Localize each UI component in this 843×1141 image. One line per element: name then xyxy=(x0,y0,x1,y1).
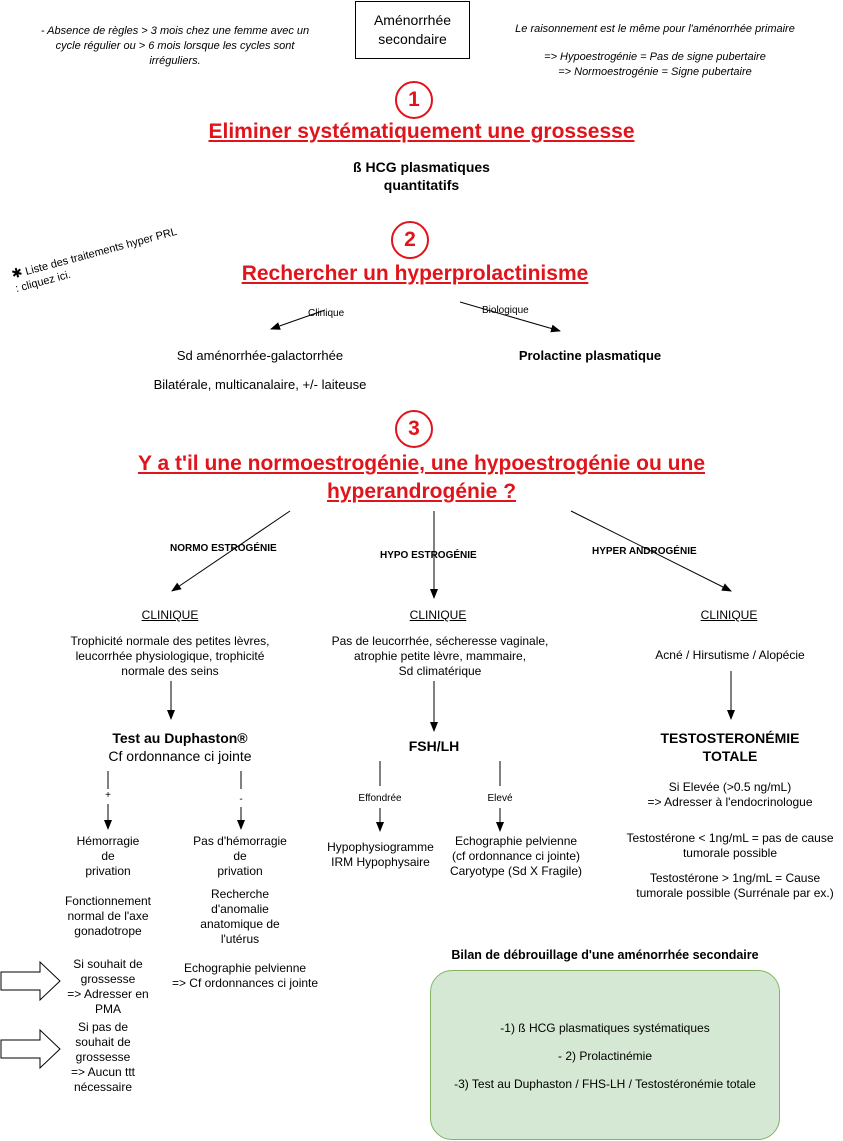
step2-number: 2 xyxy=(391,221,429,259)
hyper-clinique-text: Acné / Hirsutisme / Alopécie xyxy=(655,648,805,662)
prolactine-result: Prolactine plasmatique xyxy=(518,348,662,363)
definition-note: - Absence de règles > 3 mois chez une fe… xyxy=(40,25,310,67)
wish-no: Si pas de souhait de grossesse => Aucun … xyxy=(70,1020,136,1094)
testosterone-low: Testostérone < 1ng/mL = pas de cause tum… xyxy=(626,831,834,860)
wish-yes: Si souhait de grossesse => Adresser en P… xyxy=(67,957,149,1016)
summary-item3: -3) Test au Duphaston / FHS-LH / Testost… xyxy=(454,1077,756,1091)
step1-line1: ß HCG plasmatiques xyxy=(353,159,490,175)
primary-note-line3: => Normoestrogénie = Signe pubertaire xyxy=(558,66,752,78)
plus-detail: Fonctionnement normal de l'axe gonadotro… xyxy=(64,894,152,938)
arrow-biologique xyxy=(459,301,561,333)
eleve-label: Elevé xyxy=(487,793,513,804)
step3-title: Y a t'il une normoestrogénie, une hypoes… xyxy=(60,450,783,506)
summary-item1: -1) ß HCG plasmatiques systématiques xyxy=(500,1021,710,1035)
minus-detail: Recherche d'anomalie anatomique de l'uté… xyxy=(200,887,280,946)
primary-note: Le raisonnement est le même pour l'améno… xyxy=(500,22,810,80)
step3-number: 3 xyxy=(395,410,433,448)
minus-sign: - xyxy=(239,794,243,805)
minus-exam: Echographie pelvienne => Cf ordonnances … xyxy=(171,961,319,990)
hypo-label: HYPO ESTROGÉNIE xyxy=(380,550,477,561)
testosterone-elevated: Si Elevée (>0.5 ng/mL) => Adresser à l'e… xyxy=(647,780,813,809)
arrow-normo xyxy=(171,510,291,592)
title-line1: Aménorrhée xyxy=(373,12,452,28)
step2-title: Rechercher un hyperprolactinisme xyxy=(241,262,589,285)
effondree-result: Hypophysiogramme IRM Hypophysaire xyxy=(327,840,434,869)
duphaston-sub: Cf ordonnance ci jointe xyxy=(108,748,252,764)
hypo-clinique-text: Pas de leucorrhée, sécheresse vaginale, … xyxy=(331,634,549,678)
minus-result: Pas d'hémorragie de privation xyxy=(193,834,287,878)
arrow-hyper xyxy=(570,510,732,592)
testosterone-line2: TOTALE xyxy=(702,748,758,764)
normo-clinique-text: Trophicité normale des petites lèvres, l… xyxy=(70,634,270,678)
title-box: Aménorrhée secondaire xyxy=(355,1,470,59)
clinique-label: Clinique xyxy=(308,308,345,319)
step1-exam: ß HCG plasmatiques quantitatifs xyxy=(280,158,563,194)
normo-clinique: CLINIQUE xyxy=(141,608,199,622)
hypo-clinique: CLINIQUE xyxy=(409,608,467,622)
plus-sign: + xyxy=(105,790,111,801)
normo-label: NORMO ESTROGÉNIE xyxy=(170,543,277,554)
eleve-result: Echographie pelvienne (cf ordonnance ci … xyxy=(449,834,583,878)
summary-item2: - 2) Prolactinémie xyxy=(557,1049,653,1063)
block-arrow-wish-no xyxy=(0,1028,61,1070)
testosterone-line1: TESTOSTERONÉMIE xyxy=(660,730,800,746)
arrow-clinique xyxy=(270,309,326,330)
testosterone-high: Testostérone > 1ng/mL = Cause tumorale p… xyxy=(636,871,834,900)
block-arrow-wish-yes xyxy=(0,960,61,1002)
step1-number: 1 xyxy=(395,81,433,119)
effondree-label: Effondrée xyxy=(358,793,402,804)
summary-title: Bilan de débrouillage d'une aménorrhée s… xyxy=(451,948,759,962)
plus-result: Hémorragie de privation xyxy=(76,834,140,878)
step3-title-line1: Y a t'il une normoestrogénie, une hypoes… xyxy=(137,452,706,475)
step1-title: Eliminer systématiquement une grossesse xyxy=(208,120,635,143)
clinique-line1: Sd aménorrhée-galactorrhée xyxy=(176,348,344,363)
step3-title-line2: hyperandrogénie ? xyxy=(326,480,517,503)
biologique-label: Biologique xyxy=(482,305,529,316)
hyper-label: HYPER ANDROGÉNIE xyxy=(592,546,697,557)
fsh-lh-test: FSH/LH xyxy=(408,738,460,754)
primary-note-line2: => Hypoestrogénie = Pas de signe puberta… xyxy=(544,51,766,63)
clinique-line2: Bilatérale, multicanalaire, +/- laiteuse xyxy=(153,377,367,392)
hyper-clinique: CLINIQUE xyxy=(700,608,758,622)
duphaston-title: Test au Duphaston® xyxy=(112,730,248,746)
summary-box: -1) ß HCG plasmatiques systématiques - 2… xyxy=(430,970,780,1140)
step1-line2: quantitatifs xyxy=(383,177,460,193)
title-line2: secondaire xyxy=(378,31,447,47)
testosterone-test: TESTOSTERONÉMIE TOTALE xyxy=(630,729,830,765)
primary-note-line1: Le raisonnement est le même pour l'améno… xyxy=(515,23,795,35)
duphaston-test: Test au Duphaston® Cf ordonnance ci join… xyxy=(60,729,300,765)
